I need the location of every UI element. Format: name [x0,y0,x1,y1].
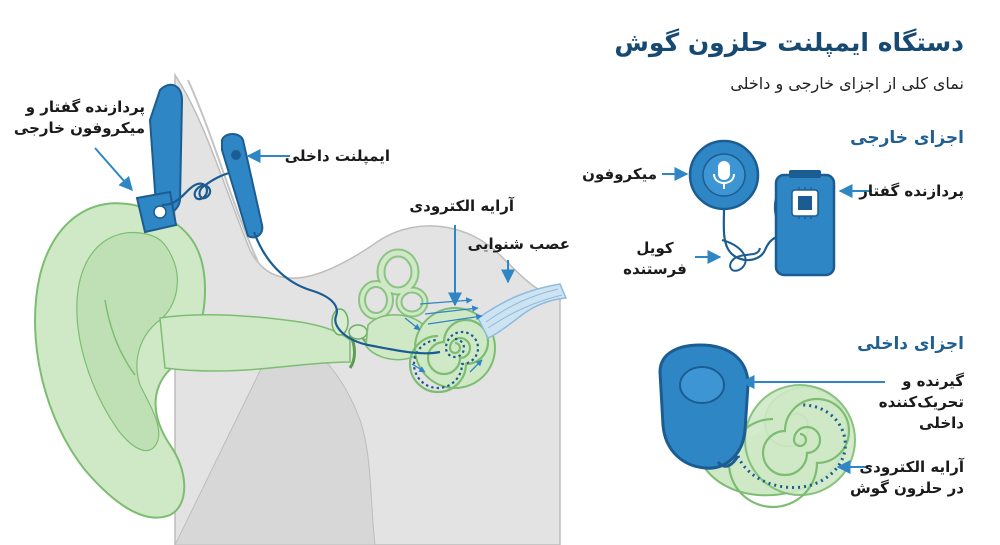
page-title: دستگاه ایمپلنت حلزون گوش [614,28,964,57]
label-line: آرایه الکترودی [859,458,964,476]
stimulation-arrows [404,297,483,373]
nerve-fibers [485,288,563,329]
arrow-icon [94,147,133,192]
page-subtitle: نمای کلی از اجزای خارجی و داخلی [730,74,964,93]
electrode-array-label: آرایه الکترودی [409,197,514,215]
internal-label-arrows [740,375,885,474]
label-line: میکروفون خارجی [13,119,145,137]
microphone-icon [713,161,735,189]
label-line: تحریک‌کننده [878,393,964,411]
speech-processor-label: پردازنده گفتار [859,182,964,200]
label-line: گیرنده و [902,372,964,390]
pinna-antihelix [104,299,136,376]
internal-section-heading: اجزای داخلی [857,334,964,354]
coil-cable [161,170,233,207]
chip-icon [791,187,819,219]
ear-label-arrows [94,147,515,307]
internal-electrode-array [736,403,847,489]
receiver-stimulator-label: گیرنده و تحریک‌کننده داخلی [879,371,964,434]
skull-curve-line [187,79,259,263]
transmitter-coil-label: کویل فرستنده [620,238,690,280]
internal-implant-receiver [221,133,264,239]
auditory-nerve [477,283,568,339]
external-label-arrows [662,167,872,264]
label-line: داخلی [919,414,964,432]
external-components-illustration [688,139,836,277]
label-line: کویل [636,239,674,257]
label-line: در حلزون گوش [850,479,964,497]
internal-implant-label: ایمپلنت داخلی [284,147,390,165]
ear-anatomy [34,72,568,545]
label-line: پردازنده گفتار و [25,98,145,116]
auditory-nerve-label: عصب شنوایی [467,235,570,253]
electrode-in-ear-cochlea [412,330,480,390]
internal-components-illustration [658,343,856,509]
cochlea [408,307,496,394]
receiver-stimulator-body [658,343,750,470]
semicircular-canals [358,248,429,320]
external-section-heading: اجزای خارجی [850,128,964,148]
pinna-inner-fold [76,231,178,452]
electrode-in-cochlea-label: آرایه الکترودی در حلزون گوش [850,457,964,499]
ear-canal [159,314,351,372]
label-line: فرستنده [623,260,687,278]
electrode-lead [252,231,441,355]
processor-mic-label: پردازنده گفتار و میکروفون خارجی [14,97,145,139]
microphone-label: میکروفون [582,165,657,183]
external-speech-processor [135,83,184,234]
